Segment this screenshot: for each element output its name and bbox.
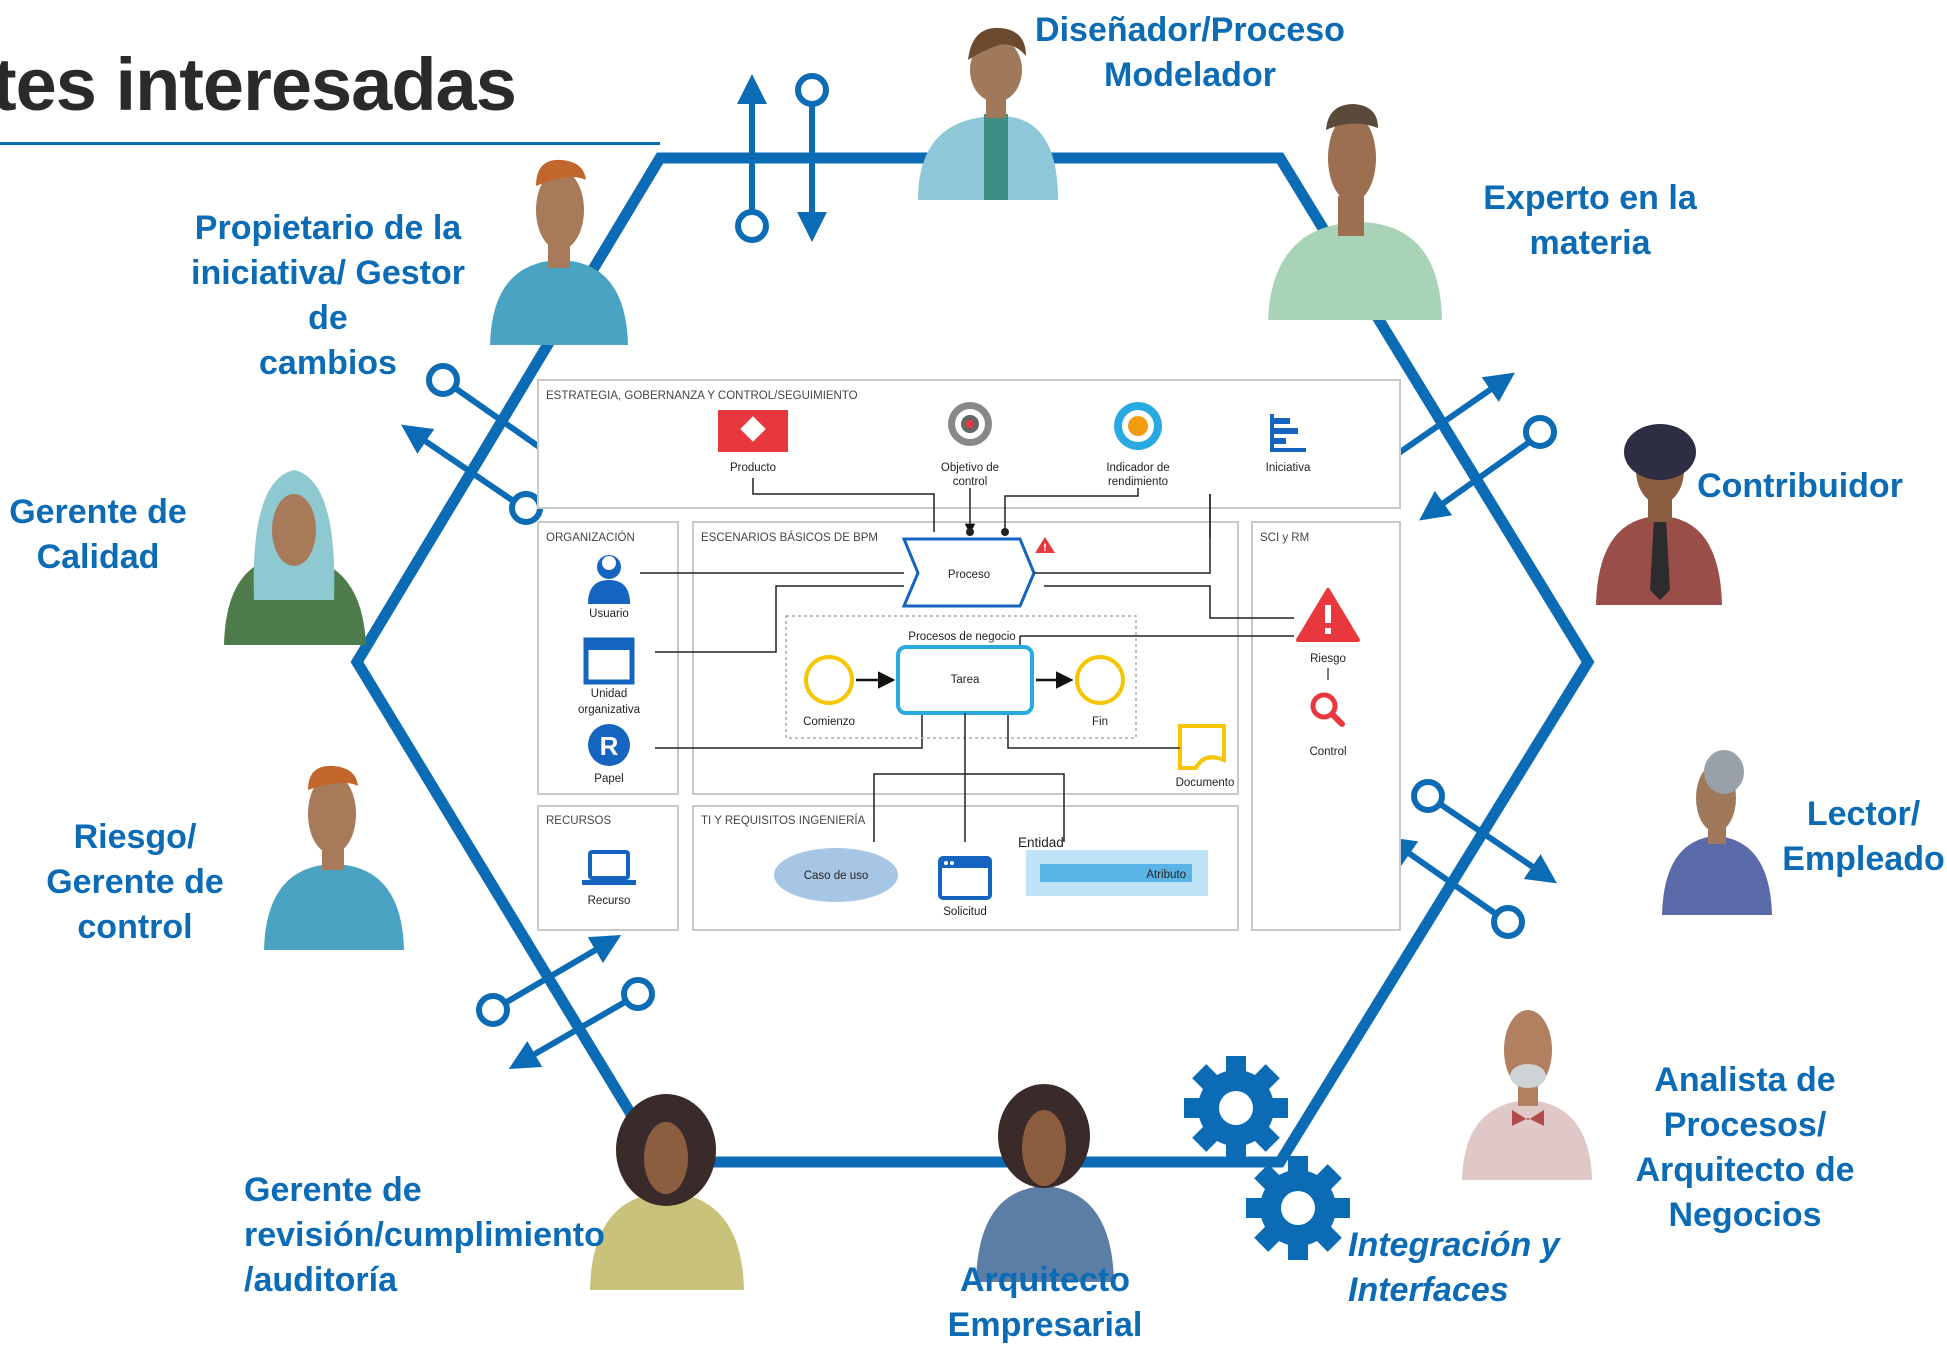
risk-warning-icon: [1296, 588, 1360, 642]
role-gerente-calidad: Gerente de Calidad: [9, 493, 187, 576]
panel-sci: [1251, 521, 1401, 931]
role-lector: Lector/ Empleado: [1782, 795, 1945, 878]
role-integracion: Integración y Interfaces: [1348, 1226, 1560, 1309]
label-proceso: Proceso: [948, 569, 990, 581]
initiative-chart-icon: [1270, 414, 1306, 452]
gear-icon: [1246, 1156, 1350, 1260]
label-objetivo-1: Objetivo de: [941, 462, 999, 474]
role-riesgo: Riesgo/ Gerente de control: [46, 818, 224, 946]
label-comienzo: Comienzo: [803, 716, 855, 728]
avatar-lector: [1662, 750, 1772, 915]
avatar-riesgo: [264, 765, 404, 950]
laptop-icon: [582, 850, 636, 885]
warning-icon: !: [1035, 537, 1055, 554]
title-underline: [0, 142, 660, 145]
label-entidad: Entidad: [1018, 835, 1064, 850]
label-producto: Producto: [730, 462, 776, 474]
section-header-recursos: RECURSOS: [546, 815, 612, 827]
page-title: tes interesadas: [0, 43, 517, 126]
kpi-gauge-icon: [1114, 402, 1162, 450]
attribute-bar: [1040, 864, 1192, 882]
label-control: Control: [1309, 746, 1346, 758]
label-riesgo: Riesgo: [1310, 653, 1346, 665]
avatar-propietario: [490, 159, 628, 345]
role-icon: R: [588, 724, 630, 766]
section-header-ti: TI Y REQUISITOS INGENIERÍA: [701, 814, 866, 827]
label-iniciativa: Iniciativa: [1266, 462, 1311, 474]
label-papel: Papel: [594, 773, 623, 785]
avatar-experto: [1268, 104, 1442, 320]
avatar-contribuidor: [1596, 424, 1722, 605]
label-usuario: Usuario: [589, 608, 629, 620]
start-event: [804, 655, 854, 705]
user-icon: [588, 555, 630, 604]
gear-icon: [1184, 1056, 1288, 1160]
use-case-shape: [774, 848, 898, 902]
avatar-revision: [590, 1094, 744, 1290]
section-header-organizacion: ORGANIZACIÓN: [546, 531, 635, 544]
section-header-escenarios: ESCENARIOS BÁSICOS DE BPM: [701, 531, 878, 544]
label-caso-uso: Caso de uso: [804, 870, 869, 882]
label-atributo: Atributo: [1146, 869, 1186, 881]
business-process-box: [785, 615, 1137, 739]
label-indicador-2: rendimiento: [1108, 476, 1168, 488]
role-propietario: Propietario de la iniciativa/ Gestor de …: [191, 209, 465, 382]
avatar-analista: [1462, 1010, 1592, 1180]
avatar-gerente-calidad: [224, 470, 366, 645]
section-header-sci: SCI y RM: [1260, 532, 1309, 544]
role-letter: R: [600, 731, 619, 761]
label-solicitud: Solicitud: [943, 906, 986, 918]
avatar-arquitecto: [976, 1084, 1114, 1282]
role-experto: Experto en la materia: [1483, 179, 1697, 262]
process-shape: [901, 537, 1036, 608]
org-unit-icon: [583, 637, 635, 685]
label-indicador-1: Indicador de: [1106, 462, 1169, 474]
label-unidad-1: Unidad: [591, 688, 627, 700]
document-icon: [1178, 724, 1226, 770]
role-disenador: Diseñador/Proceso Modelador: [1035, 11, 1345, 94]
label-tarea: Tarea: [951, 674, 980, 686]
role-arquitecto: Arquitecto Empresarial: [947, 1261, 1143, 1344]
label-objetivo-2: control: [953, 476, 988, 488]
label-procesos-negocio: Procesos de negocio: [908, 631, 1015, 643]
section-header-estrategia: ESTRATEGIA, GOBERNANZA Y CONTROL/SEGUIMI…: [546, 390, 858, 402]
hexagon-frame: [350, 152, 1595, 1168]
end-event: [1075, 655, 1125, 705]
bpm-diagram: ESTRATEGIA, GOBERNANZA Y CONTROL/SEGUIMI…: [537, 379, 1401, 931]
avatar-disenador: [918, 27, 1058, 200]
role-contribuidor: Contribuidor: [1697, 467, 1903, 505]
search-control-icon: [1310, 692, 1345, 727]
label-fin: Fin: [1092, 716, 1108, 728]
role-revision: Gerente de revisión/cumplimiento /audito…: [244, 1171, 605, 1299]
target-icon: [948, 402, 992, 446]
application-window-icon: [938, 856, 992, 900]
label-recurso: Recurso: [588, 895, 631, 907]
label-documento: Documento: [1176, 777, 1235, 789]
label-unidad-2: organizativa: [578, 704, 641, 716]
role-analista: Analista de Procesos/ Arquitecto de Nego…: [1635, 1061, 1855, 1234]
svg-text:!: !: [1043, 542, 1047, 554]
